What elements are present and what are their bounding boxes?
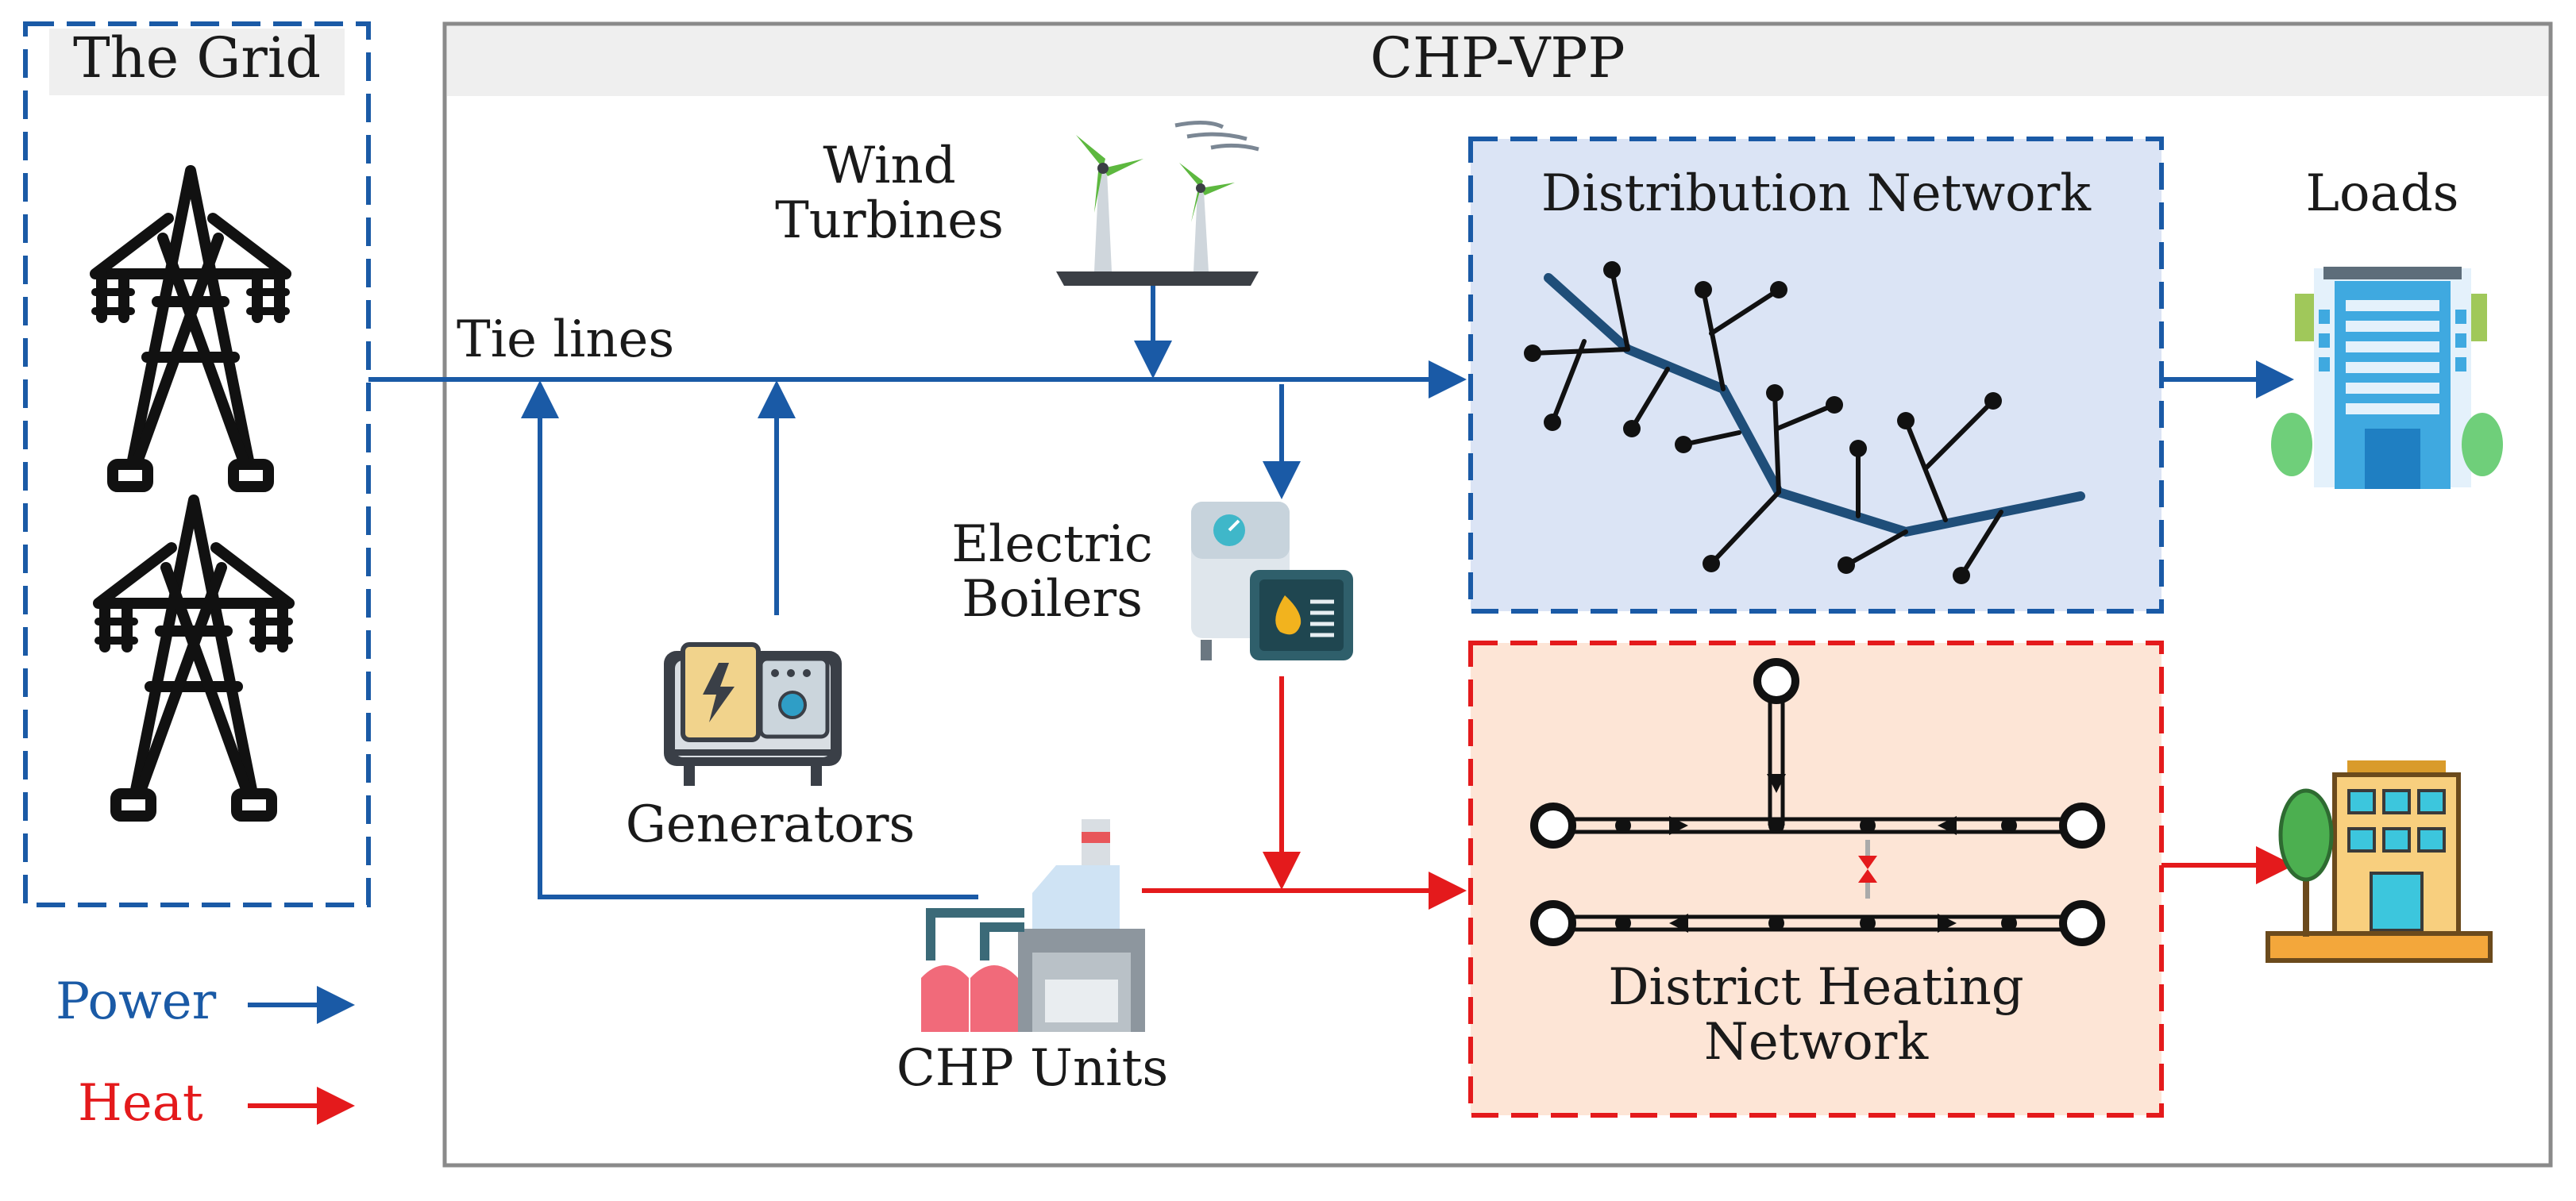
transmission-tower-icon: [90, 165, 291, 492]
district-heating-box: [1468, 641, 2164, 1118]
transmission-tower-icon: [93, 495, 295, 822]
eb-label-line1: Electric: [951, 515, 1153, 574]
electric-boiler-icon: [1191, 502, 1353, 660]
vpp-title: CHP-VPP: [1370, 25, 1625, 90]
grid-frame: [23, 21, 371, 907]
eb-label-line2: Boilers: [962, 570, 1143, 629]
chp-power-arrow: [521, 380, 978, 899]
dh-label-line2: Network: [1703, 1013, 1929, 1072]
distribution-network-box: [1468, 137, 2164, 614]
heat-flow-lines: [248, 676, 2294, 1125]
wind-turbines-icon: [1056, 121, 1259, 286]
electric-boilers-label: Electric Boilers: [929, 515, 1175, 629]
chp-plant-icon: [921, 819, 1145, 1032]
dh-label-line1: District Heating: [1608, 958, 2024, 1017]
wind-label-line1: Wind: [823, 137, 956, 195]
loads-building-icon: [2271, 267, 2503, 489]
loads-label: Loads: [2305, 164, 2459, 223]
district-heating-label: District Heating Network: [1471, 960, 2161, 1070]
legend-power-label: Power: [56, 972, 217, 1031]
grid-title: The Grid: [72, 25, 322, 90]
distribution-tree-icon: [1524, 261, 2085, 584]
generators-label: Generators: [625, 795, 916, 854]
chp-units-label: CHP Units: [896, 1039, 1169, 1098]
wind-turbines-label: Wind Turbines: [754, 137, 1024, 251]
heated-building-icon: [2266, 760, 2493, 963]
wind-label-line2: Turbines: [775, 191, 1004, 251]
vpp-frame: [442, 21, 2553, 1168]
distribution-network-label: Distribution Network: [1541, 164, 2092, 223]
generator-icon: [664, 642, 842, 786]
power-flow-lines: [248, 286, 2294, 1024]
tie-lines-label: Tie lines: [457, 310, 675, 369]
heating-network-icon: [1530, 658, 2105, 946]
legend-heat-label: Heat: [78, 1074, 203, 1133]
